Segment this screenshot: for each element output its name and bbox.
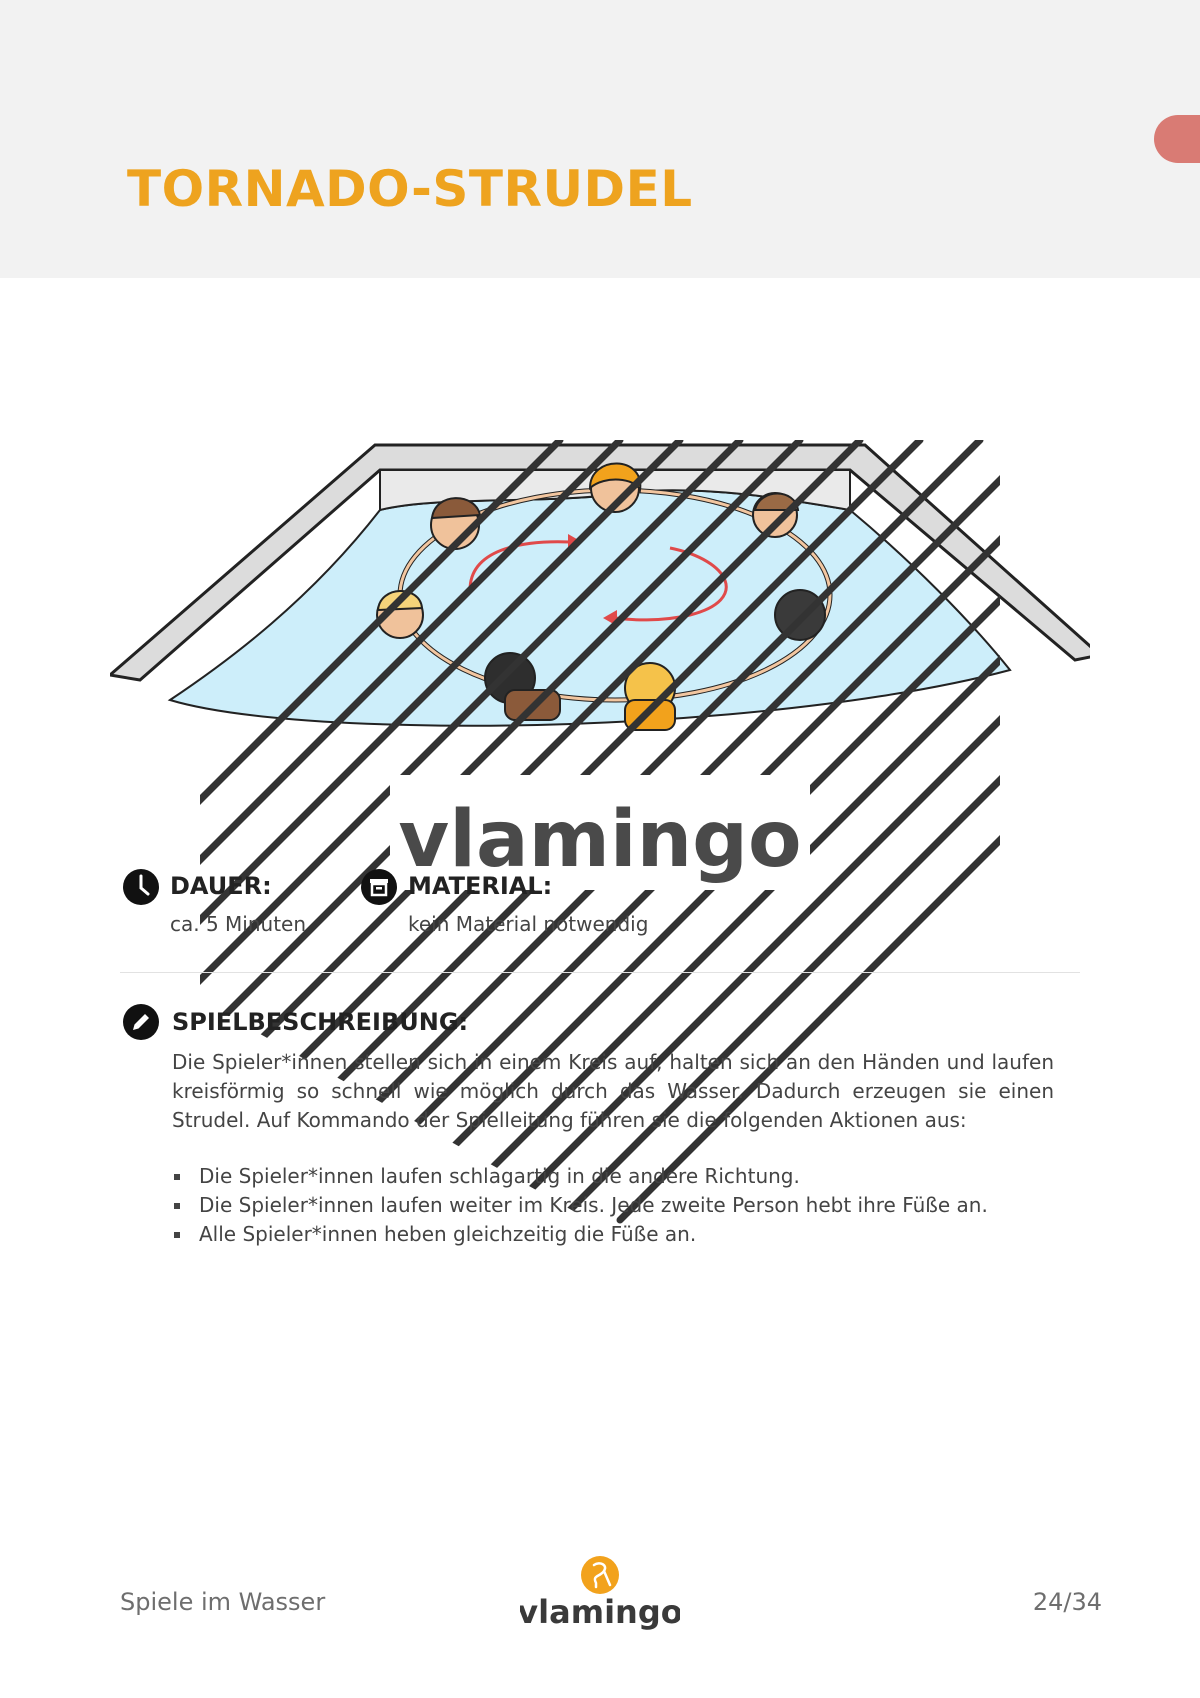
list-item: Die Spieler*innen laufen weiter im Kreis…: [172, 1191, 1052, 1220]
footer-logo-text: vlamingo: [520, 1593, 680, 1631]
action-list: Die Spieler*innen laufen schlagartig in …: [172, 1162, 1052, 1249]
header-band: [0, 0, 1200, 278]
pencil-icon: [123, 1004, 159, 1040]
duration-heading: DAUER:: [170, 872, 272, 900]
pool-illustration: [110, 443, 1090, 731]
material-value: kein Material notwendig: [408, 912, 649, 936]
list-item: Die Spieler*innen laufen schlagartig in …: [172, 1162, 1052, 1191]
chapter-tab-marker: [1154, 115, 1200, 163]
description-heading: SPIELBESCHREIBUNG:: [172, 1008, 469, 1036]
duration-value: ca. 5 Minuten: [170, 912, 307, 936]
list-item: Alle Spieler*innen heben gleichzeitig di…: [172, 1220, 1052, 1249]
material-heading: MATERIAL:: [408, 872, 553, 900]
page-title: TORNADO-STRUDEL: [127, 160, 693, 218]
description-text: Die Spieler*innen stellen sich in einem …: [172, 1050, 1054, 1132]
page-number: 24/34: [1032, 1588, 1102, 1616]
footer-document-title: Spiele im Wasser: [120, 1588, 326, 1616]
material-icon: [361, 869, 397, 905]
section-divider: [120, 972, 1080, 973]
footer-logo: vlamingo: [520, 1556, 680, 1631]
clock-icon: [123, 869, 159, 905]
